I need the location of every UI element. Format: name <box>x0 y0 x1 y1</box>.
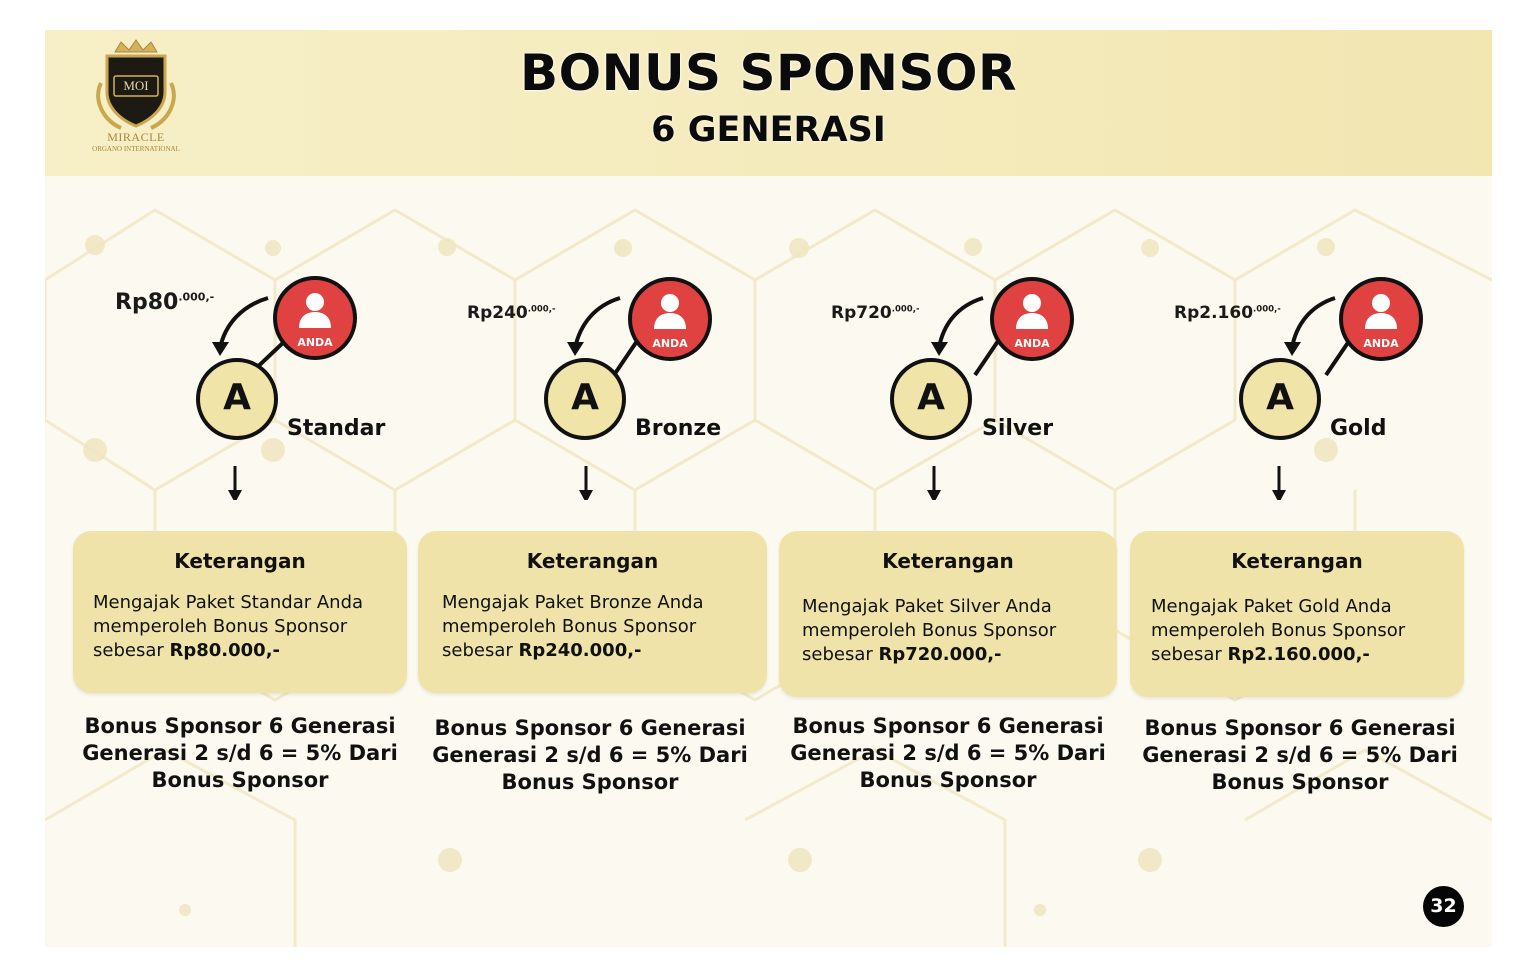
card-heading: Keterangan <box>1231 549 1363 573</box>
card-body: Mengajak Paket Silver Anda memperoleh Bo… <box>802 596 1057 665</box>
page-number-badge: 32 <box>1423 886 1464 927</box>
package-name: Standar <box>287 416 386 441</box>
anda-user-circle: ANDA <box>628 277 712 361</box>
card-bonus-amount: Rp2.160.000,- <box>1227 644 1370 665</box>
anda-user-circle: ANDA <box>273 276 357 360</box>
generation-note: Bonus Sponsor 6 Generasi Generasi 2 s/d … <box>790 714 1106 792</box>
generation-note: Bonus Sponsor 6 Generasi Generasi 2 s/d … <box>432 716 748 794</box>
header-band <box>45 30 1492 176</box>
sponsor-diagram: Rp80.000,- ANDA A Standar <box>73 270 423 500</box>
anda-label: ANDA <box>652 337 688 350</box>
company-logo: MOI MIRACLE ORGANO INTERNATIONAL <box>81 38 201 156</box>
card-bonus-amount: Rp240.000,- <box>518 640 642 661</box>
keterangan-card: Keterangan Mengajak Paket Silver Anda me… <box>779 531 1117 697</box>
card-heading: Keterangan <box>882 549 1014 573</box>
bonus-amount: Rp720.000,- <box>831 303 920 323</box>
bonus-amount: Rp240.000,- <box>467 303 556 323</box>
card-bonus-amount: Rp80.000,- <box>169 640 280 661</box>
user-icon <box>1365 294 1397 329</box>
card-body: Mengajak Paket Gold Anda memperoleh Bonu… <box>1151 596 1406 665</box>
anda-label: ANDA <box>1014 337 1050 350</box>
user-icon <box>299 293 331 328</box>
logo-name: MIRACLE <box>107 130 165 144</box>
sponsor-diagram: Rp720.000,- ANDA A Silver <box>779 270 1129 500</box>
user-icon <box>654 294 686 329</box>
bonus-amount: Rp80.000,- <box>115 290 215 315</box>
logo-initials: MOI <box>123 78 148 93</box>
sponsor-diagram: Rp2.160.000,- ANDA A Gold <box>1130 270 1480 500</box>
slide: MOI MIRACLE ORGANO INTERNATIONAL BONUS S… <box>45 30 1492 947</box>
generation-note: Bonus Sponsor 6 Generasi Generasi 2 s/d … <box>1142 716 1458 794</box>
package-column-gold: Rp2.160.000,- ANDA A Gold Keterangan <box>1130 30 1480 947</box>
crest-icon: MOI <box>96 39 176 130</box>
package-name: Gold <box>1330 416 1387 441</box>
card-body: Mengajak Paket Bronze Anda memperoleh Bo… <box>442 592 704 661</box>
card-bonus-amount: Rp720.000,- <box>878 644 1002 665</box>
page-subtitle: 6 GENERASI <box>651 110 886 150</box>
sponsor-diagram: Rp240.000,- ANDA A Bronze <box>418 270 768 500</box>
anda-user-circle: ANDA <box>1339 277 1423 361</box>
page-title: BONUS SPONSOR <box>519 44 1017 102</box>
downline-a-circle: A <box>196 358 278 440</box>
logo-subtitle: ORGANO INTERNATIONAL <box>92 145 180 153</box>
keterangan-card: Keterangan Mengajak Paket Bronze Anda me… <box>418 531 767 693</box>
package-column-silver: Rp720.000,- ANDA A Silver Keterangan <box>779 30 1129 947</box>
downline-a-circle: A <box>890 358 972 440</box>
card-heading: Keterangan <box>174 549 306 573</box>
card-body: Mengajak Paket Standar Anda memperoleh B… <box>93 592 364 661</box>
package-column-standar: Rp80.000,- ANDA A Standar Keterangan <box>73 30 423 947</box>
keterangan-card: Keterangan Mengajak Paket Gold Anda memp… <box>1130 531 1464 697</box>
package-column-bronze: Rp240.000,- ANDA A Bronze Keterangan <box>418 30 768 947</box>
anda-label: ANDA <box>297 336 333 349</box>
keterangan-card: Keterangan Mengajak Paket Standar Anda m… <box>73 531 407 693</box>
package-name: Bronze <box>635 416 722 441</box>
anda-label: ANDA <box>1363 337 1399 350</box>
card-heading: Keterangan <box>526 549 659 573</box>
downline-a-circle: A <box>1239 358 1321 440</box>
anda-user-circle: ANDA <box>990 277 1074 361</box>
user-icon <box>1016 294 1048 329</box>
package-name: Silver <box>982 416 1054 441</box>
bonus-amount: Rp2.160.000,- <box>1174 303 1281 323</box>
downline-a-circle: A <box>544 358 626 440</box>
generation-note: Bonus Sponsor 6 Generasi Generasi 2 s/d … <box>82 714 398 792</box>
